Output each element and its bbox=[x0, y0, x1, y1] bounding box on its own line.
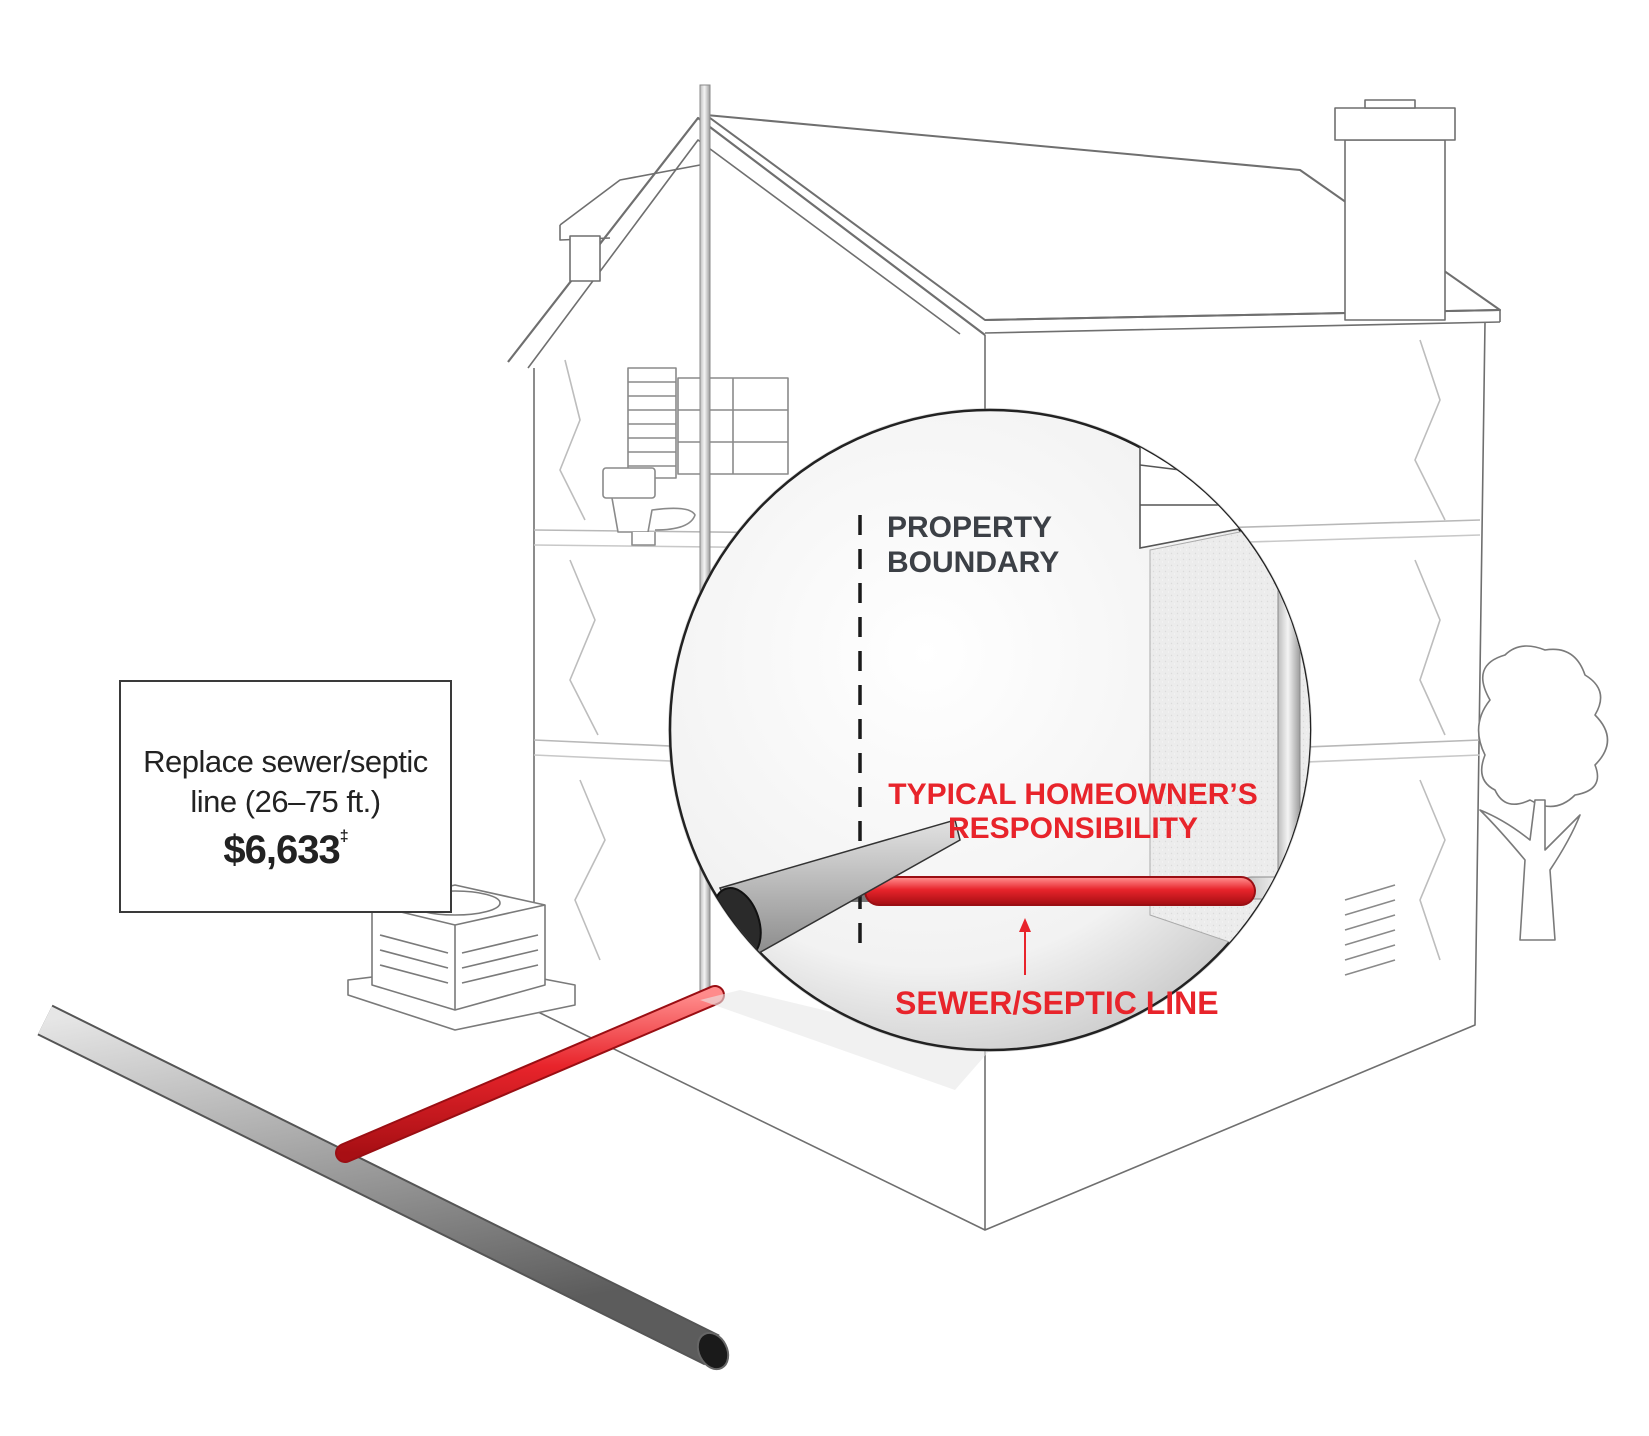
main-sewer-pipe bbox=[37, 1004, 730, 1371]
toilet bbox=[602, 467, 696, 546]
cost-description-line-2: line (26–75 ft.) bbox=[190, 784, 381, 819]
property-boundary-label-line-2: BOUNDARY bbox=[887, 546, 1060, 579]
stucco-wall bbox=[1149, 499, 1310, 1001]
chimney bbox=[1344, 139, 1446, 321]
sewer-septic-line-label: SEWER/SEPTIC LINE bbox=[895, 985, 1219, 1021]
homeowner-responsibility-label-line-2: RESPONSIBILITY bbox=[947, 812, 1199, 845]
roof-left-gable bbox=[508, 128, 985, 355]
upstairs-window bbox=[627, 367, 789, 479]
red-lateral-pipe bbox=[335, 985, 725, 1163]
property-boundary-label: PROPERTY BOUNDARY bbox=[887, 510, 1059, 580]
cost-footnote-mark: ‡ bbox=[339, 828, 349, 845]
house bbox=[347, 99, 1609, 1231]
magnifier-lens bbox=[668, 408, 1312, 1052]
homeowner-responsibility-label: TYPICAL HOMEOWNER’S RESPONSIBILITY bbox=[873, 778, 1273, 846]
cost-price: $6,633‡ bbox=[121, 828, 450, 873]
magnifier-cone bbox=[700, 990, 990, 1090]
drain-stack-pipe bbox=[1277, 514, 1301, 886]
homeowner-responsibility-label-line-1: TYPICAL HOMEOWNER’S bbox=[888, 778, 1258, 811]
cost-box: Replace sewer/septic line (26–75 ft.) $6… bbox=[119, 680, 452, 913]
tree bbox=[1477, 645, 1609, 941]
property-boundary-label-line-1: PROPERTY bbox=[887, 511, 1053, 544]
cost-description-line-1: Replace sewer/septic bbox=[143, 744, 428, 779]
cost-price-value: $6,633 bbox=[223, 828, 340, 872]
main-pipe-opening bbox=[696, 1331, 730, 1371]
siding bbox=[1139, 410, 1310, 549]
homeowner-sewer-pipe bbox=[864, 876, 1256, 906]
